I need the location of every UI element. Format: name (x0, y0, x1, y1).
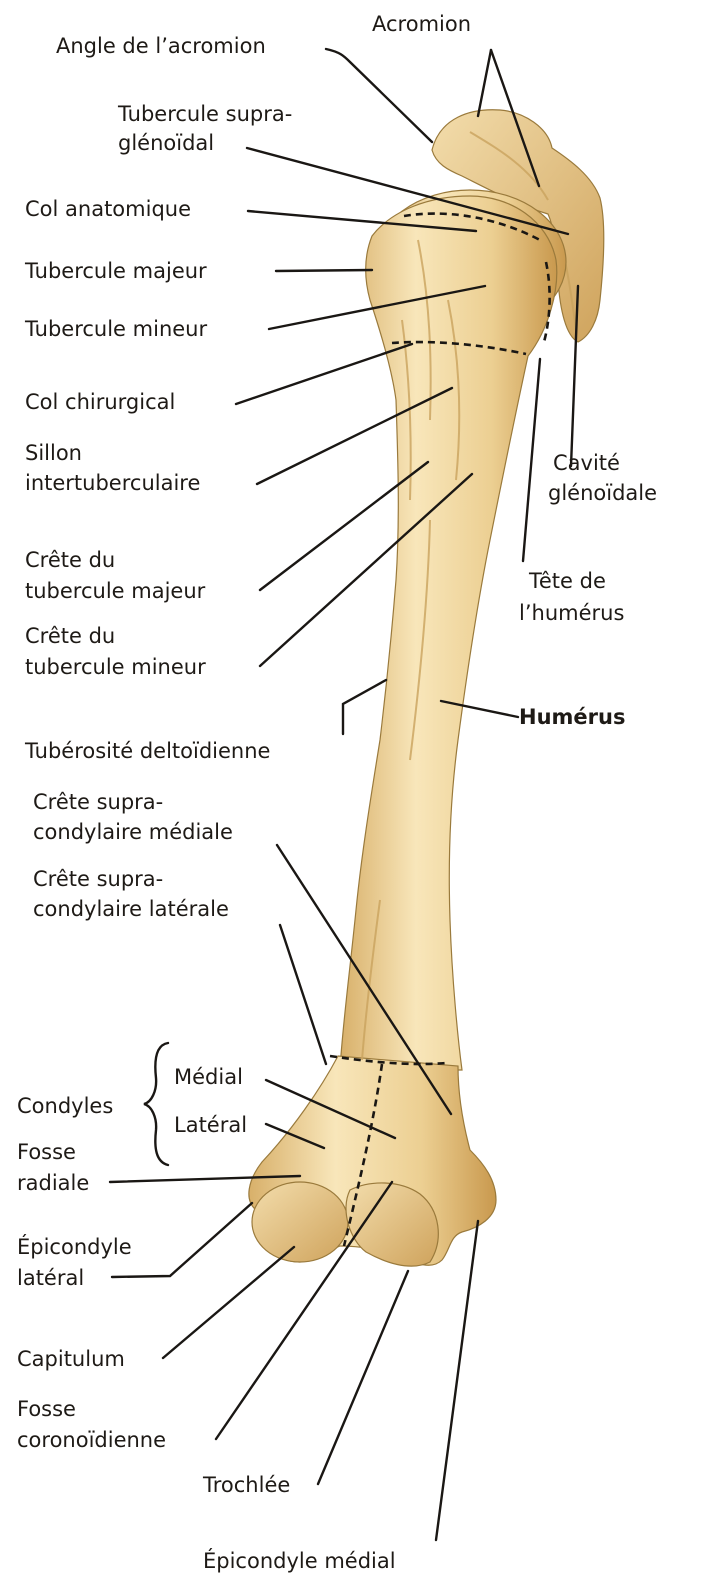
condyles-brace (144, 1043, 168, 1165)
leader-trochlee (318, 1271, 408, 1484)
label-tete-2: l’humérus (519, 601, 624, 625)
label-col-chirurgical: Col chirurgical (25, 390, 175, 414)
label-fosse-coro-1: Fosse (17, 1397, 76, 1421)
label-tete-1: Tête de (528, 569, 606, 593)
label-lateral: Latéral (174, 1113, 247, 1137)
leader-tete (523, 359, 540, 561)
leader-col-chirurgical (236, 344, 412, 404)
label-crete-lat-2: condylaire latérale (33, 897, 229, 921)
label-epicondyle-lat-2: latéral (17, 1266, 84, 1290)
leader-epicondyle-med (436, 1221, 478, 1540)
label-crete-majeur-1: Crête du (25, 548, 115, 572)
label-fosse-radiale-2: radiale (17, 1171, 89, 1195)
label-crete-majeur-2: tubercule majeur (25, 579, 206, 603)
label-epicondyle-lat-1: Épicondyle (17, 1234, 132, 1259)
label-epicondyle-med: Épicondyle médial (203, 1548, 396, 1573)
label-fosse-coro-2: coronoïdienne (17, 1428, 166, 1452)
label-crete-mineur-1: Crête du (25, 624, 115, 648)
leader-crete-lat (280, 925, 326, 1064)
label-angle-acromion: Angle de l’acromion (56, 34, 266, 58)
label-trochlee: Trochlée (202, 1473, 290, 1497)
label-crete-mineur-2: tubercule mineur (25, 655, 206, 679)
label-cavite-1: Cavité (553, 451, 620, 475)
label-crete-lat-1: Crête supra- (33, 867, 163, 891)
leader-acromion-a (478, 50, 491, 116)
leader-epicondyle-lat (112, 1203, 252, 1277)
label-tubercule-supra-1: Tubercule supra- (117, 102, 292, 126)
label-col-anatomique: Col anatomique (25, 197, 191, 221)
label-tubercule-supra-2: glénoïdal (118, 131, 214, 155)
label-tubercule-majeur: Tubercule majeur (24, 259, 207, 283)
label-fosse-radiale-1: Fosse (17, 1140, 76, 1164)
label-tubercule-mineur: Tubercule mineur (24, 317, 207, 341)
label-acromion: Acromion (372, 12, 471, 36)
label-crete-med-2: condylaire médiale (33, 820, 233, 844)
label-capitulum: Capitulum (17, 1347, 125, 1371)
leader-angle-acromion (326, 49, 432, 142)
leader-tubercule-majeur (276, 270, 372, 271)
label-tuberosite: Tubérosité deltoïdienne (24, 739, 270, 763)
label-humerus: Humérus (519, 705, 625, 729)
label-sillon-1: Sillon (25, 441, 82, 465)
label-condyles: Condyles (17, 1094, 113, 1118)
label-crete-med-1: Crête supra- (33, 790, 163, 814)
label-medial: Médial (174, 1065, 243, 1089)
leader-tuberosite (343, 680, 386, 734)
label-sillon-2: intertuberculaire (25, 471, 200, 495)
label-cavite-2: glénoïdale (548, 481, 657, 505)
